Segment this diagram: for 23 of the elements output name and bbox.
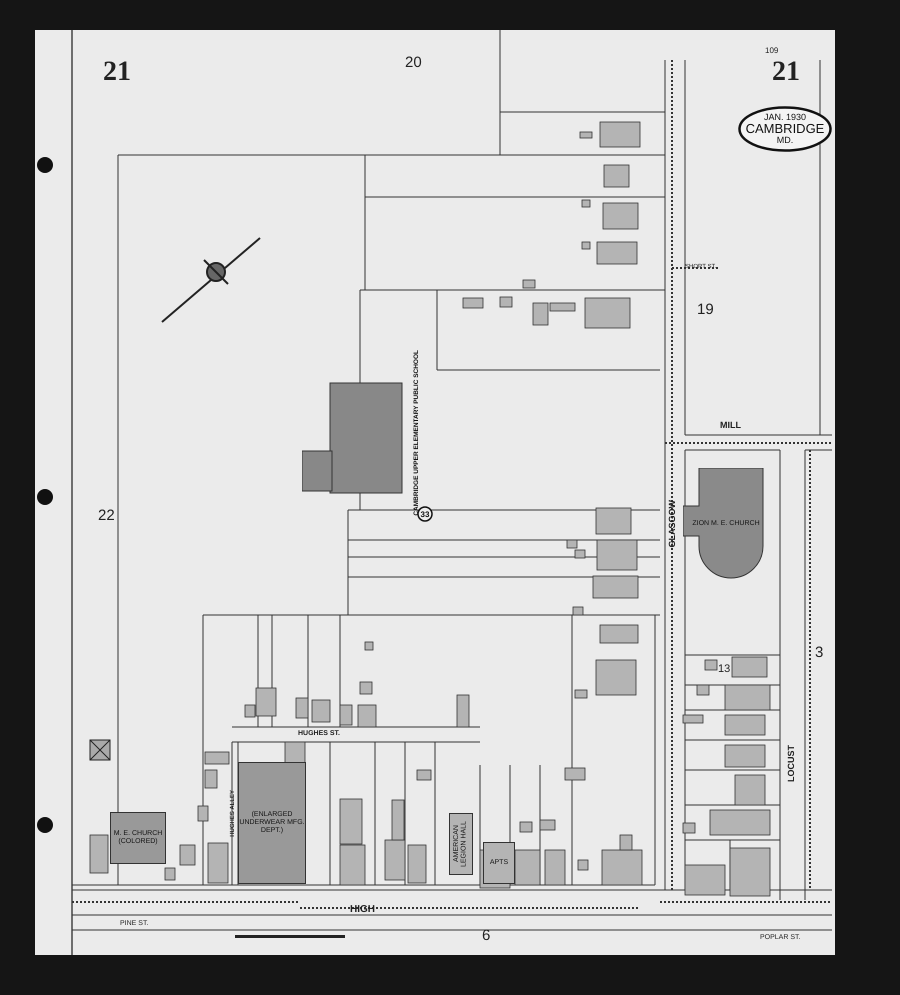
title-cartouche xyxy=(738,106,832,152)
block-number: 33 xyxy=(420,510,430,518)
street-name: LOCUST xyxy=(787,745,796,782)
adjoining-sheet-number: 19 xyxy=(697,302,714,317)
street-name: MILL xyxy=(720,421,741,430)
adjoining-sheet-number: 3 xyxy=(815,645,824,660)
adjoining-sheet-number: 6 xyxy=(482,928,490,943)
sheet-number: 21 xyxy=(103,58,131,86)
state-text: MD. xyxy=(776,136,794,146)
street-name: HIGH xyxy=(350,905,375,915)
building xyxy=(483,842,515,884)
building xyxy=(449,813,473,875)
date-text: JAN. 1930 xyxy=(764,112,806,122)
building xyxy=(238,762,306,884)
sheet-number: 21 xyxy=(772,58,800,86)
adjoining-sheet-number: 22 xyxy=(98,508,115,523)
block-number-circle xyxy=(417,506,433,522)
adjoining-sheet-number: 20 xyxy=(405,55,422,70)
block-number: 13 xyxy=(718,664,730,675)
street-name: GLASGOW xyxy=(668,500,677,548)
town-name: CAMBRIDGE xyxy=(746,122,824,136)
building xyxy=(110,812,166,864)
page-number: 109 xyxy=(765,47,778,55)
